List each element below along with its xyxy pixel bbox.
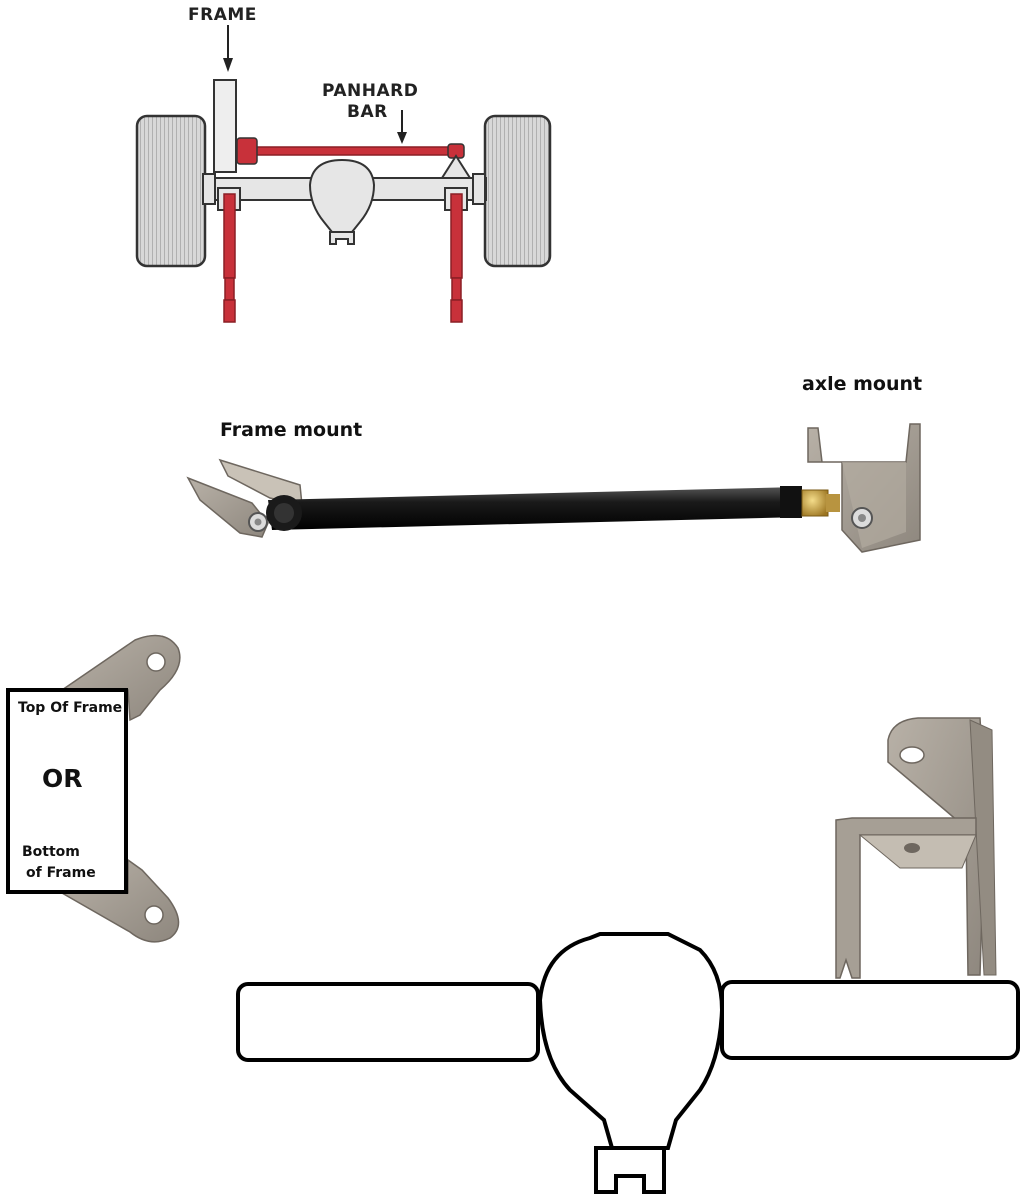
right-trailing-link — [450, 193, 463, 323]
bottom-of-frame-line2: of Frame — [26, 865, 96, 881]
right-tire — [483, 114, 552, 268]
axle-diagram: FRAME PANHARD BAR — [135, 5, 552, 323]
frame-rail — [213, 79, 237, 173]
panhard-arrow-icon — [397, 132, 407, 144]
frame-mount-bracket — [186, 476, 269, 538]
bottom-of-frame-label: Bottom of Frame — [22, 842, 96, 884]
left-axle-tube — [236, 982, 540, 1062]
yoke-outline — [594, 1146, 666, 1194]
left-trailing-link — [223, 193, 236, 323]
frame-arrow-icon — [223, 58, 233, 72]
panhard-bar-photo: axle mount Frame mount — [186, 373, 922, 553]
frame-label: FRAME — [188, 5, 257, 25]
axle-mount-label: axle mount — [802, 373, 922, 395]
axle-bracket — [440, 154, 472, 179]
bottom-of-frame-line1: Bottom — [22, 844, 80, 860]
pinion-yoke — [329, 231, 355, 245]
panhard-label-line2: BAR — [347, 102, 388, 122]
u-channel — [835, 817, 977, 979]
mounting-options-box: Top Of Frame OR Bottom of Frame — [6, 688, 128, 894]
left-tire — [135, 114, 207, 268]
top-of-frame-label: Top Of Frame — [18, 700, 123, 716]
differential — [308, 158, 376, 233]
panhard-bar — [249, 146, 459, 156]
frame-mount-label: Frame mount — [220, 419, 362, 441]
right-axle-tube — [720, 980, 1020, 1060]
panhard-tube — [268, 487, 802, 530]
differential-outline — [537, 932, 725, 1150]
or-label: OR — [42, 764, 83, 793]
rod-end-nut — [801, 489, 829, 517]
panhard-label-line1: PANHARD — [322, 81, 418, 101]
axle-bracket-photo — [835, 717, 997, 979]
axle-housing-outline — [236, 932, 1020, 1194]
